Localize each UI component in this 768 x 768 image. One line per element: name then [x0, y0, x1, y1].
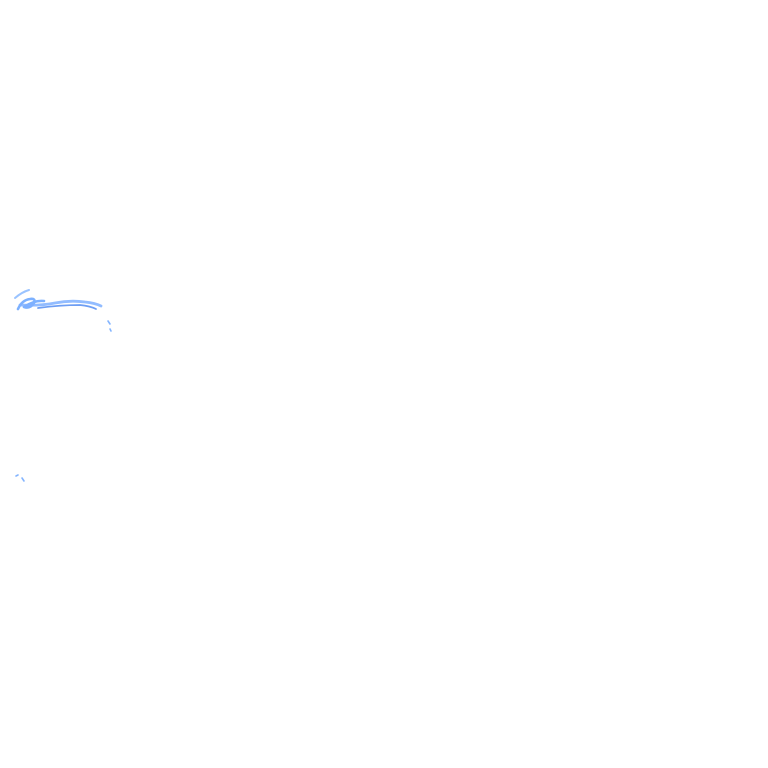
signature-stroke-tail — [107, 320, 112, 332]
handwritten-signature — [14, 289, 112, 482]
signature-stroke-under — [37, 304, 97, 310]
signature-speck — [15, 474, 25, 482]
signature-stroke-main — [18, 299, 103, 308]
signature-stroke-upper — [14, 289, 30, 299]
signature-stroke-loop — [16, 297, 46, 311]
